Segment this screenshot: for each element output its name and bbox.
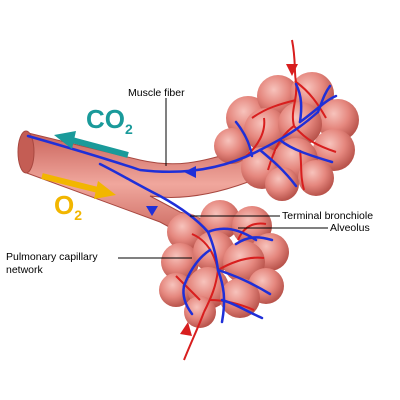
artery-arrows (180, 64, 298, 336)
arrow-up-icon (180, 322, 192, 336)
vein-flow-arrows (146, 166, 196, 216)
leader-lines (118, 98, 328, 259)
arrow-down-icon (286, 64, 298, 76)
muscle-fiber-label: Muscle fiber (128, 87, 185, 99)
capillary-label-line2: network (6, 264, 44, 276)
arrow-left-icon (184, 166, 196, 178)
o2-label: O2 (54, 190, 82, 223)
upper-alveolar-cluster (214, 72, 359, 201)
capillary-label-line1: Pulmonary capillary (6, 251, 98, 263)
co2-arrow (54, 131, 129, 158)
arrow-right-icon (94, 181, 116, 199)
arrow-left-icon (54, 131, 76, 149)
venous-capillaries (26, 82, 338, 324)
bronchiole-opening (17, 130, 35, 174)
alveolus-label: Alveolus (330, 222, 370, 234)
co2-label: CO2 (86, 104, 133, 137)
o2-arrow (41, 173, 116, 199)
arterial-capillaries (175, 39, 337, 361)
terminal-bronchiole-label: Terminal bronchiole (282, 210, 373, 222)
arrow-left-icon (146, 206, 158, 216)
